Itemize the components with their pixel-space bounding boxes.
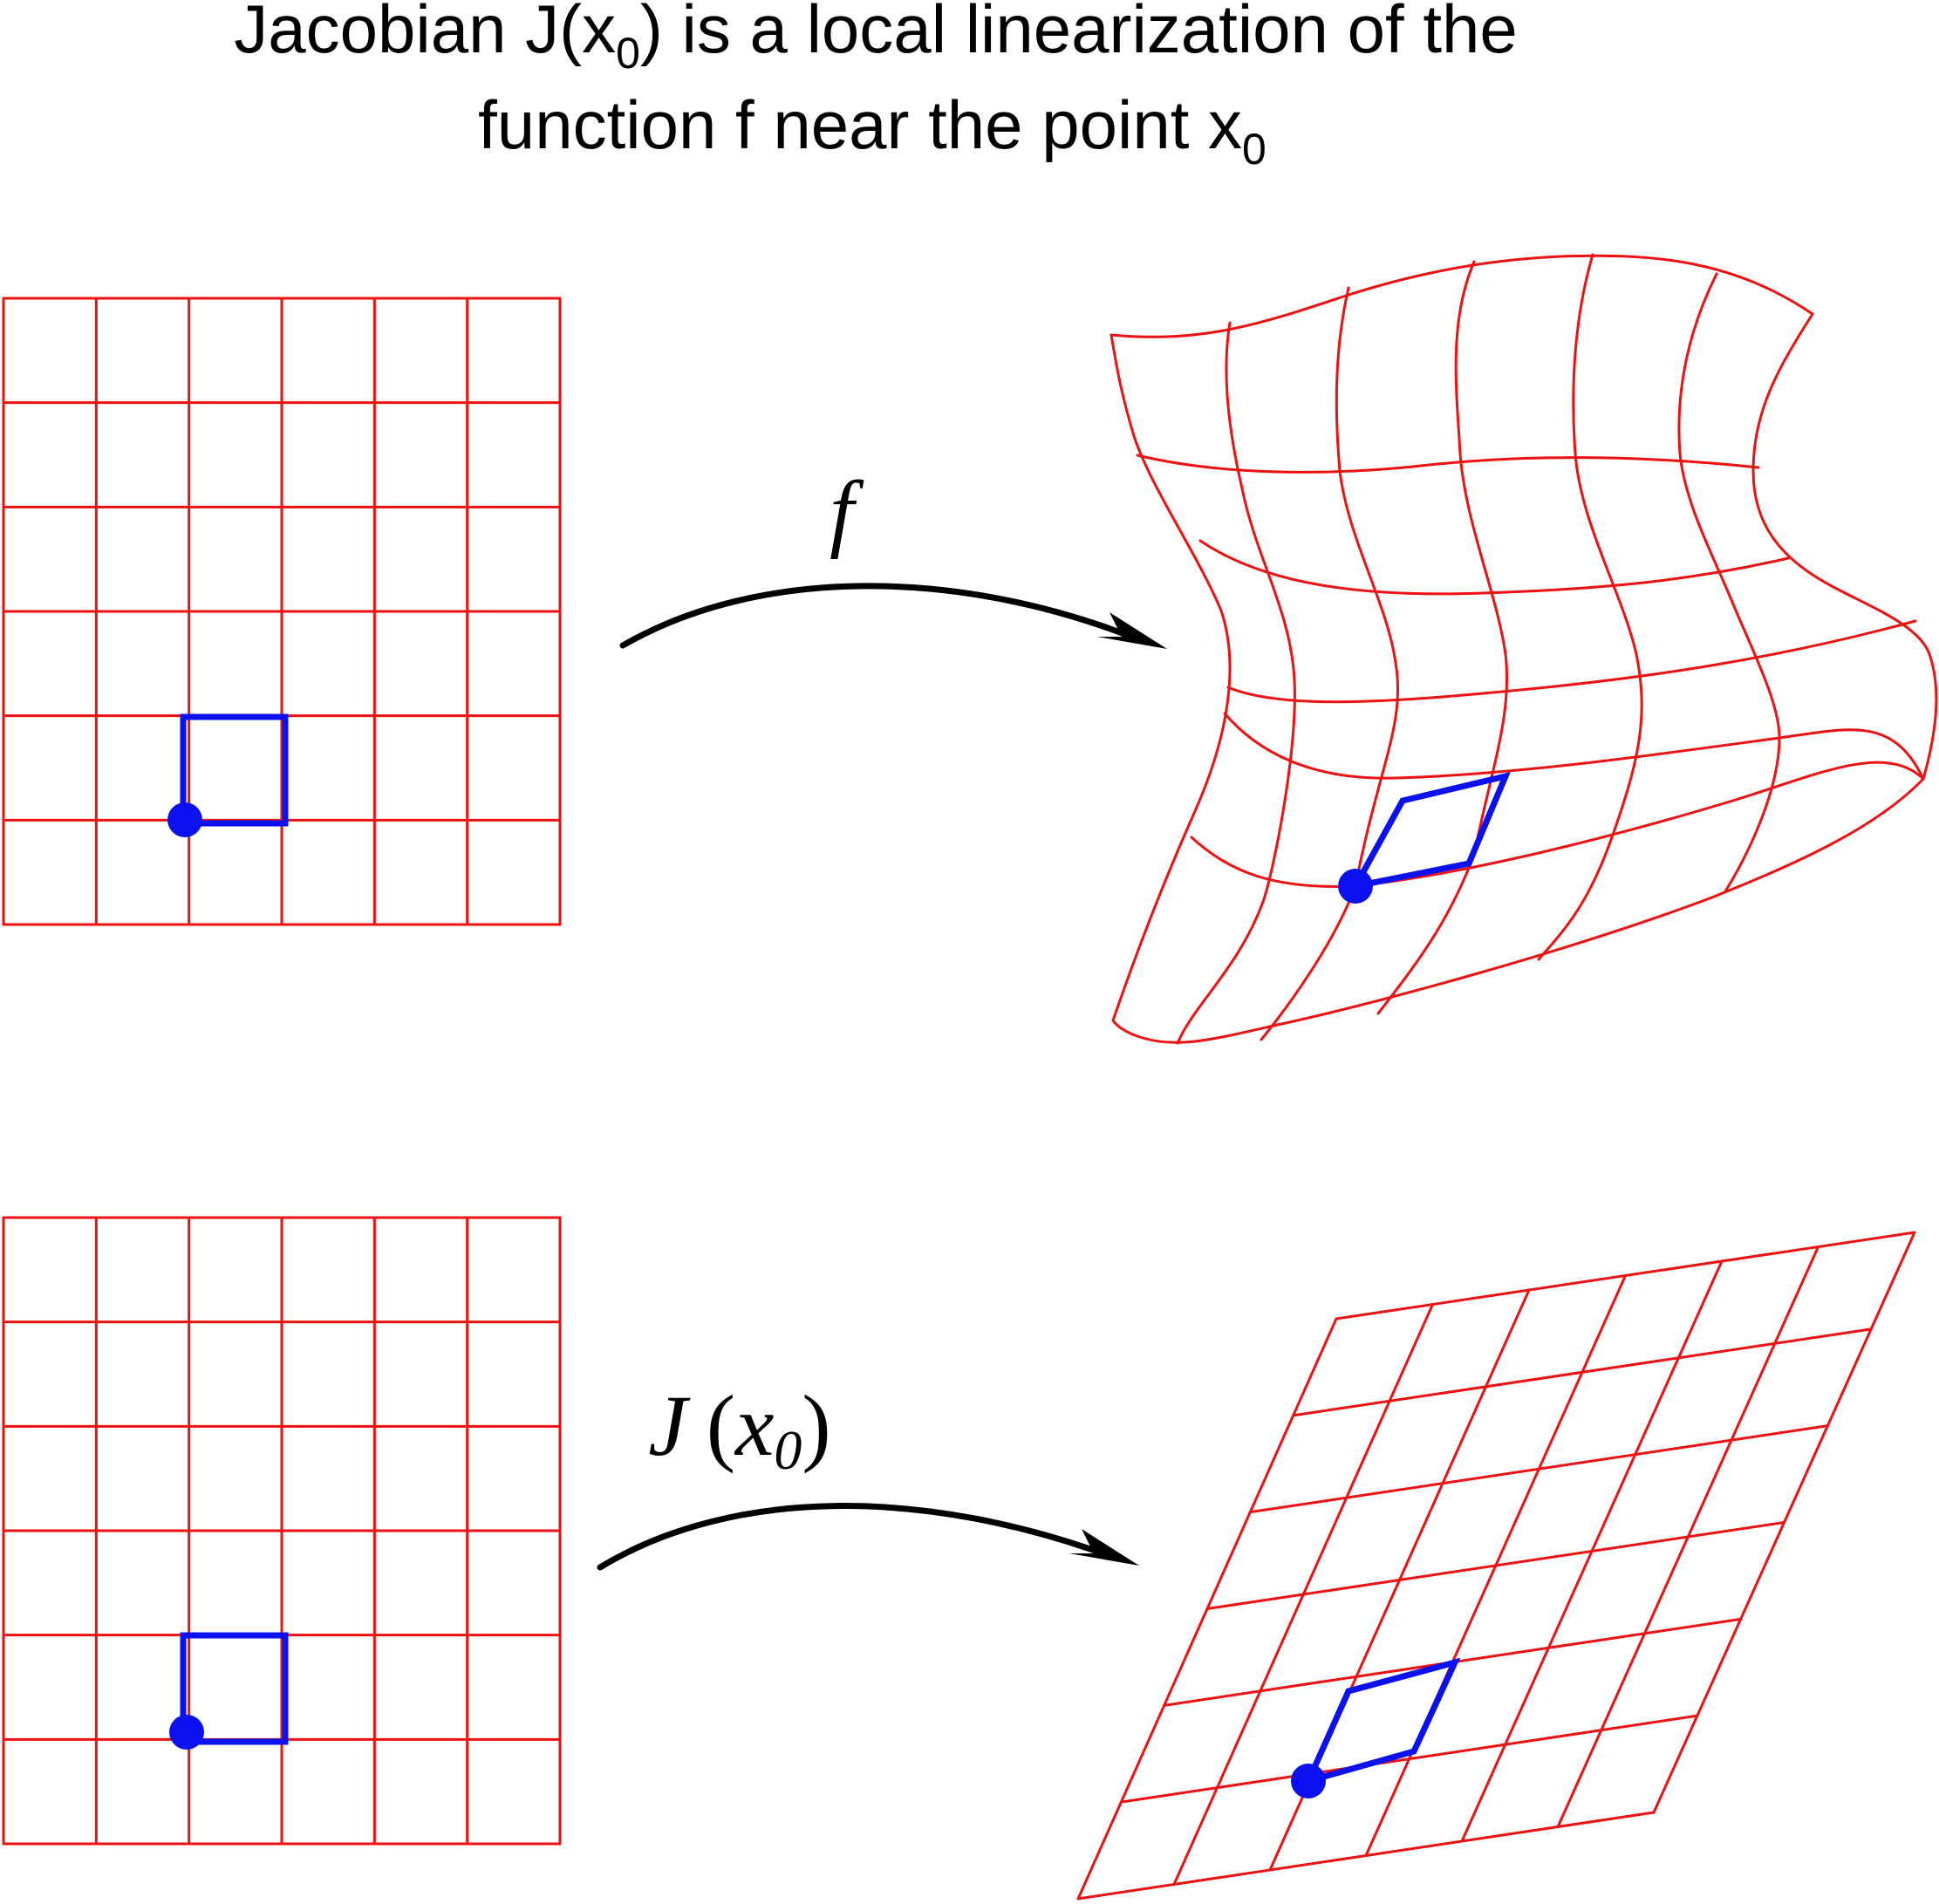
arrow-f-head xyxy=(1097,612,1167,649)
warped-grid-curve xyxy=(1136,454,1760,474)
warped-parallelogram xyxy=(1349,772,1511,891)
jacobian-symbol: J xyxy=(648,1377,691,1474)
warped-grid-curve xyxy=(1109,333,1232,1022)
warped-output-grid xyxy=(1109,253,1938,1045)
warped-grid-curve xyxy=(1677,272,1781,893)
arrow-jacobian-head xyxy=(1069,1529,1139,1566)
warped-grid-curve xyxy=(1109,254,1814,338)
mapping-arrow-jacobian xyxy=(597,1503,1139,1571)
input-grid-bottom xyxy=(2,1216,562,1846)
grid-line-row xyxy=(1292,1327,1873,1417)
input-point-bottom xyxy=(169,1715,204,1750)
warped-grid-curve xyxy=(1226,619,1917,704)
grid-line-row xyxy=(1119,1714,1699,1804)
warped-grid-curve xyxy=(1190,761,1925,888)
arrow-jacobian-shaft xyxy=(597,1503,1118,1571)
jacobian-subscript: 0 xyxy=(774,1419,802,1481)
title-line-2: function f near the point x0 xyxy=(478,86,1266,174)
mapping-label-f: f xyxy=(830,463,864,560)
warped-grid-curve xyxy=(1176,321,1296,1045)
input-square-bottom xyxy=(180,1632,289,1745)
title-line-1-prefix: Jacobian J(x xyxy=(234,0,616,67)
title-line-2-subscript: 0 xyxy=(1242,125,1266,174)
jacobian-variable: x xyxy=(734,1377,774,1474)
jacobian-paren-close: ) xyxy=(802,1377,830,1474)
jacobian-paren-open: ( xyxy=(707,1377,735,1474)
input-grid-top xyxy=(2,297,562,926)
output-point-warped xyxy=(1338,869,1373,904)
linear-output-grid xyxy=(1076,1231,1916,1901)
arrow-f-shaft xyxy=(619,583,1146,649)
warped-grid-curve xyxy=(1223,712,1925,781)
warped-grid-curve xyxy=(1376,260,1509,1015)
input-point-top xyxy=(167,802,202,837)
warped-grid-curve xyxy=(1537,253,1643,961)
warped-grid-curve xyxy=(1751,312,1938,781)
grid-line-row xyxy=(1335,1231,1916,1321)
mapping-label-jacobian: J(x0) xyxy=(648,1377,830,1481)
warped-grid-curve xyxy=(1198,539,1790,596)
mapping-arrow-f xyxy=(619,583,1167,649)
title-line-2-prefix: function f near the point x xyxy=(478,86,1242,163)
grid-line-row xyxy=(1076,1811,1656,1901)
linear-parallelogram xyxy=(1302,1657,1461,1786)
output-point-linear xyxy=(1291,1764,1326,1798)
grid-line-row xyxy=(1248,1424,1829,1514)
title-line-1-subscript: 0 xyxy=(616,29,640,78)
title-line-1: Jacobian J(x0) is a local linearization … xyxy=(234,0,1518,78)
warped-grid-curve xyxy=(1260,286,1400,1041)
title-line-1-suffix: ) is a local linearization of the xyxy=(640,0,1518,67)
warped-grid-curve xyxy=(1111,777,1925,1044)
grid-line-row xyxy=(1205,1521,1785,1610)
title: Jacobian J(x0) is a local linearization … xyxy=(234,0,1518,174)
input-square-top xyxy=(180,713,289,827)
